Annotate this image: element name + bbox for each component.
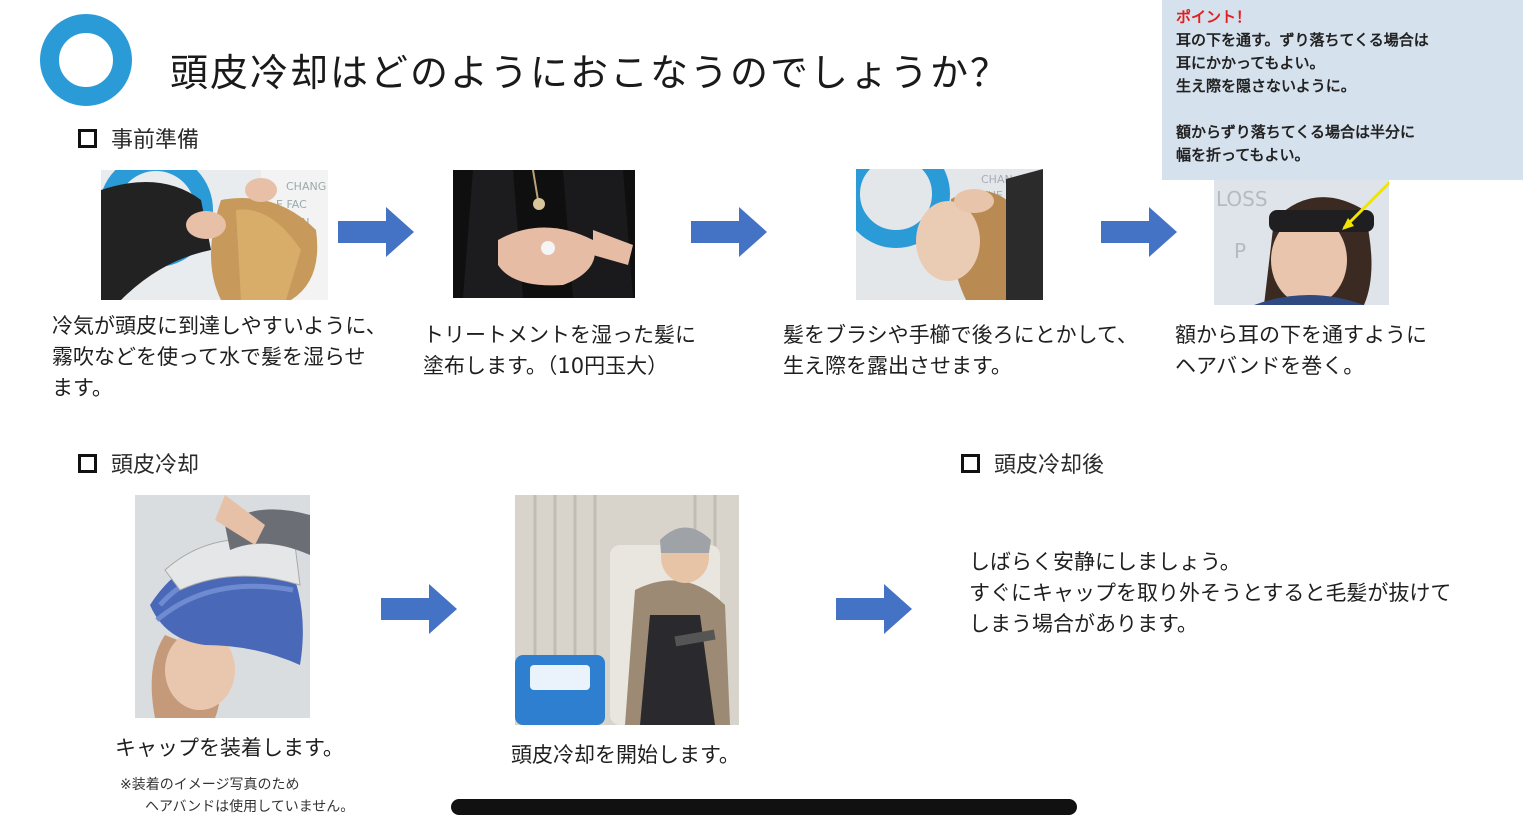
prep-caption-3: 髪をブラシや手櫛で後ろにとかして、 生え際を露出させます。 <box>783 323 1138 378</box>
photo-treatment-palm <box>453 170 635 298</box>
prep-caption-2: トリートメントを湿った髪に 塗布します。（10円玉大） <box>423 323 696 378</box>
section-prep-heading: 事前準備 <box>78 122 199 154</box>
section-cooling-label: 頭皮冷却 <box>111 453 200 478</box>
note-line: 耳の下を通す。ずり落ちてくる場合は <box>1176 31 1429 49</box>
arrow-right-icon <box>1101 207 1177 257</box>
note-line: 幅を折ってもよい。 <box>1176 146 1310 164</box>
after-text: しばらく安静にしましょう。 すぐにキャップを取り外そうとすると毛髪が抜けて しま… <box>969 550 1452 636</box>
arrow-right-icon <box>836 584 912 634</box>
section-prep-label: 事前準備 <box>111 128 200 153</box>
photo-spray-hair: CHANG E FAC CAN <box>101 170 328 300</box>
note-line: 生え際を隠さないように。 <box>1176 77 1356 95</box>
photo-brush-back: CHAN THE <box>856 169 1043 300</box>
title-circle-icon <box>40 14 132 106</box>
cooling-caption-1: キャップを装着します。 <box>115 736 344 760</box>
arrow-right-icon <box>338 207 414 257</box>
cooling-caption-2: 頭皮冷却を開始します。 <box>511 743 740 767</box>
photo-headband: LOSS P <box>1214 180 1389 305</box>
photo-cooling-cap <box>135 495 310 718</box>
note-line: 額からずり落ちてくる場合は半分に <box>1176 123 1415 141</box>
svg-text:CHAN: CHAN <box>981 173 1013 186</box>
cooling-note-2: ヘアバンドは使用していません。 <box>145 799 355 815</box>
svg-text:P: P <box>1234 239 1246 263</box>
horizontal-scrollbar[interactable] <box>451 799 1077 815</box>
prep-caption-4: 額から耳の下を通すように ヘアバンドを巻く。 <box>1175 323 1427 378</box>
note-line: 耳にかかってもよい。 <box>1176 54 1325 72</box>
prep-caption-1: 冷気が頭皮に到達しやすいように、 霧吹などを使って水で髪を湿らせ ます。 <box>52 314 387 400</box>
svg-text:LOSS: LOSS <box>1216 187 1268 211</box>
note-heading: ポイント！ <box>1176 8 1252 26</box>
checkbox-square-icon <box>78 128 97 148</box>
page-title: 頭皮冷却はどのようにおこなうのでしょうか？ <box>170 51 1011 95</box>
photo-cooling-start <box>515 495 739 725</box>
point-note-box: ポイント！ 耳の下を通す。ずり落ちてくる場合は 耳にかかってもよい。 生え際を隠… <box>1162 0 1523 180</box>
arrow-right-icon <box>381 584 457 634</box>
checkbox-square-icon <box>78 453 97 473</box>
section-after-label: 頭皮冷却後 <box>994 453 1105 478</box>
svg-text:CHANG: CHANG <box>286 180 326 193</box>
cooling-note-1: ※装着のイメージ写真のため <box>120 777 300 793</box>
section-after-heading: 頭皮冷却後 <box>961 447 1104 479</box>
note-blank-line <box>1176 98 1509 121</box>
section-cooling-heading: 頭皮冷却 <box>78 447 199 479</box>
arrow-right-icon <box>691 207 767 257</box>
checkbox-square-icon <box>961 453 980 473</box>
